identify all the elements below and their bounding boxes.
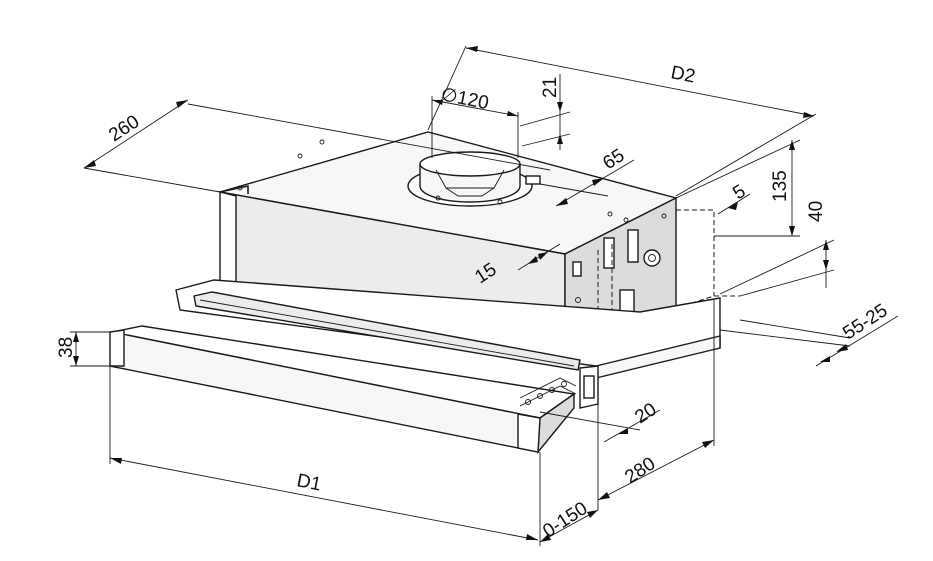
screw-hole: [319, 139, 325, 145]
d55-25-arrow: [836, 344, 848, 352]
d55-25-arrow: [820, 356, 830, 362]
slide-rail: [193, 291, 581, 371]
visor-left-cap: [109, 329, 125, 367]
screw-hole: [661, 213, 667, 219]
bracket-slot: [627, 229, 639, 263]
d2-arrow-right: [803, 112, 814, 118]
dim-label-d2: D2: [669, 62, 697, 87]
visor-right-cap: [517, 413, 541, 453]
d20-extension: [539, 411, 641, 431]
dim-label-40: 40: [806, 201, 827, 222]
d40-extension: [739, 269, 835, 297]
screw-hole: [575, 297, 581, 303]
dim-label-280: 280: [621, 453, 659, 488]
d2-extension: [427, 45, 467, 131]
d1-dimension-line: [109, 457, 539, 541]
d40-arrow: [823, 240, 829, 250]
d2-arrow-left: [466, 46, 478, 52]
d15-arrow: [528, 256, 538, 264]
d21-arrow: [557, 102, 563, 112]
dim-label-duct-diameter: ∅120: [439, 84, 490, 114]
d0-150-dimension-line: [539, 509, 599, 543]
d2-extension: [675, 113, 817, 197]
d260-arrow: [84, 160, 96, 168]
d135-arrow: [789, 140, 795, 150]
dim-label-38: 38: [56, 337, 77, 358]
d38-arrow: [73, 332, 79, 342]
screw-hole: [607, 211, 613, 217]
screw-hole: [297, 153, 303, 159]
dia-arrow: [432, 100, 443, 105]
d280-arrow: [702, 440, 714, 448]
cabinet-hidden-edge: [676, 209, 715, 296]
bracket-slot: [603, 237, 615, 269]
d5-dimension-line: [717, 193, 751, 215]
dim-label-21: 21: [540, 77, 561, 98]
dim-label-135: 135: [770, 170, 791, 202]
motor-knockout-center: [648, 254, 656, 262]
motor-knockout: [643, 249, 661, 267]
dim-label-55-25: 55-25: [839, 300, 891, 344]
dia-arrow: [507, 111, 518, 116]
collar-flap: [435, 169, 505, 189]
d5-arrow: [728, 202, 738, 210]
d0-150-arrow: [587, 510, 598, 518]
d260-dimension-line: [83, 99, 189, 169]
screw-hole: [623, 217, 629, 223]
screw-hole: [237, 185, 243, 191]
d2-dimension-line: [465, 47, 815, 117]
chassis: [175, 279, 721, 409]
d15-arrow: [538, 252, 548, 260]
hood-top-flange: [219, 185, 249, 194]
d260-arrow: [176, 100, 188, 108]
d65-arrow: [592, 178, 604, 186]
d65-arrow: [556, 198, 568, 206]
dim-label-5: 5: [729, 181, 749, 204]
visor: [109, 325, 577, 455]
d38-arrow: [73, 356, 79, 366]
dim-label-65: 65: [599, 145, 628, 174]
d65-extension: [539, 183, 609, 197]
d260-extension: [187, 103, 551, 171]
d55-25-extension: [719, 329, 851, 347]
screw-hole: [497, 199, 503, 205]
d40-arrow: [823, 260, 829, 270]
d20-arrow: [618, 428, 628, 434]
cabinet-hidden-edge: [675, 295, 740, 309]
dim-label-d1: D1: [295, 470, 323, 495]
d55-25-extension: [739, 319, 851, 339]
d21-extension: [521, 133, 571, 147]
side-slot: [572, 261, 582, 277]
dim-label-0-150: 0-150: [539, 498, 591, 542]
d135-arrow: [789, 226, 795, 236]
d0-150-arrow: [540, 534, 551, 542]
d260-extension: [83, 167, 221, 193]
rail-edge-line: [199, 299, 575, 367]
dim-label-260: 260: [105, 111, 143, 146]
d280-arrow: [598, 492, 610, 500]
d135-extension: [675, 139, 801, 199]
control-switch: [583, 375, 595, 399]
d280-dimension-line: [597, 439, 715, 501]
screw-hole: [435, 195, 441, 201]
duct-collar: [407, 151, 541, 207]
telescopic-mechanism: [519, 377, 577, 407]
d20-dimension-line: [603, 409, 661, 443]
collar-top-opening: [419, 151, 521, 177]
collar-tab: [525, 175, 541, 185]
d1-arrow: [110, 458, 122, 464]
dia-dimension-line: [431, 99, 519, 117]
d21-arrow: [557, 134, 563, 144]
d21-extension: [519, 111, 571, 127]
d1-arrow: [526, 534, 538, 540]
dimension-lines: [70, 45, 899, 546]
collar-flap-lip: [445, 187, 495, 197]
d40-extension: [719, 239, 835, 295]
